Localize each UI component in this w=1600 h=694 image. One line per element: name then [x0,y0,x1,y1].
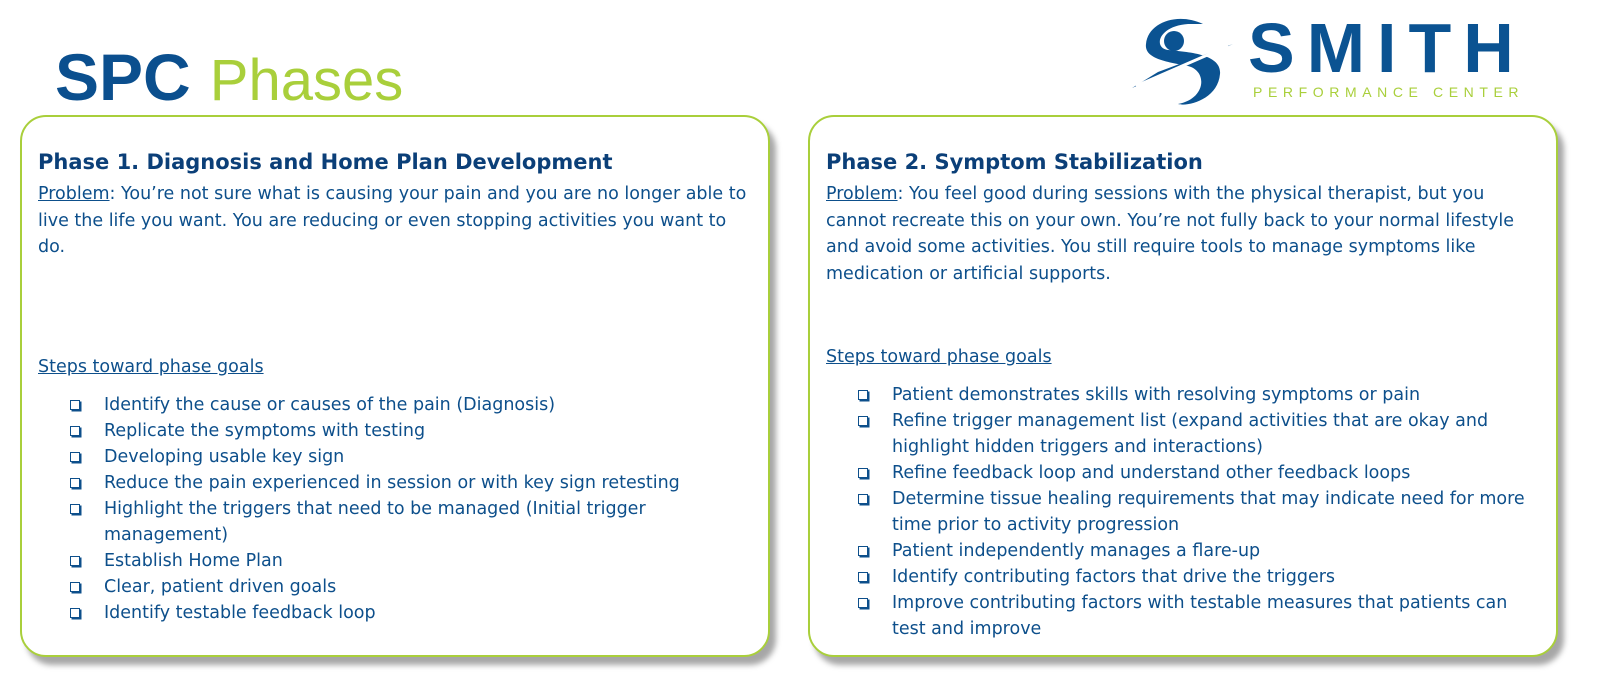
checkbox-icon [70,582,80,592]
phase-heading: Phase 2. Symptom Stabilization [826,150,1203,174]
checkbox-icon [858,416,868,426]
steps-list: Patient demonstrates skills with resolvi… [858,382,1536,642]
steps-heading: Steps toward phase goals [826,347,1052,367]
runner-logo-icon [1132,18,1233,105]
step-item: Identify contributing factors that drive… [858,564,1536,590]
checkbox-icon [858,598,868,608]
checkbox-icon [70,452,80,462]
checkbox-icon [858,468,868,478]
step-item: Refine feedback loop and understand othe… [858,460,1536,486]
phase-heading: Phase 1. Diagnosis and Home Plan Develop… [38,150,613,174]
phase-1-card: Phase 1. Diagnosis and Home Plan Develop… [20,115,770,657]
checkbox-icon [858,572,868,582]
step-item: Identify testable feedback loop [70,600,748,626]
step-item: Reduce the pain experienced in session o… [70,470,748,496]
step-item: Highlight the triggers that need to be m… [70,496,748,548]
step-item: Developing usable key sign [70,444,748,470]
step-item: Patient independently manages a flare-up [858,538,1536,564]
step-item: Clear, patient driven goals [70,574,748,600]
step-item: Improve contributing factors with testab… [858,590,1536,642]
phase-2-card: Phase 2. Symptom Stabilization Problem: … [808,115,1558,657]
step-item: Identify the cause or causes of the pain… [70,392,748,418]
step-item: Establish Home Plan [70,548,748,574]
checkbox-icon [70,504,80,514]
page-title: SPC Phases [55,40,404,114]
checkbox-icon [70,478,80,488]
checkbox-icon [70,556,80,566]
smith-logo: SMITH PERFORMANCE CENTER [1128,9,1538,109]
steps-list: Identify the cause or causes of the pain… [70,392,748,626]
checkbox-icon [70,400,80,410]
steps-heading: Steps toward phase goals [38,357,264,377]
checkbox-icon [858,546,868,556]
step-item: Replicate the symptoms with testing [70,418,748,444]
checkbox-icon [858,390,868,400]
step-item: Refine trigger management list (expand a… [858,408,1536,460]
checkbox-icon [858,494,868,504]
problem-text: Problem: You’re not sure what is causing… [38,184,747,257]
step-item: Patient demonstrates skills with resolvi… [858,382,1536,408]
problem-text: Problem: You feel good during sessions w… [826,184,1515,284]
checkbox-icon [70,426,80,436]
checkbox-icon [70,608,80,618]
step-item: Determine tissue healing requirements th… [858,486,1536,538]
